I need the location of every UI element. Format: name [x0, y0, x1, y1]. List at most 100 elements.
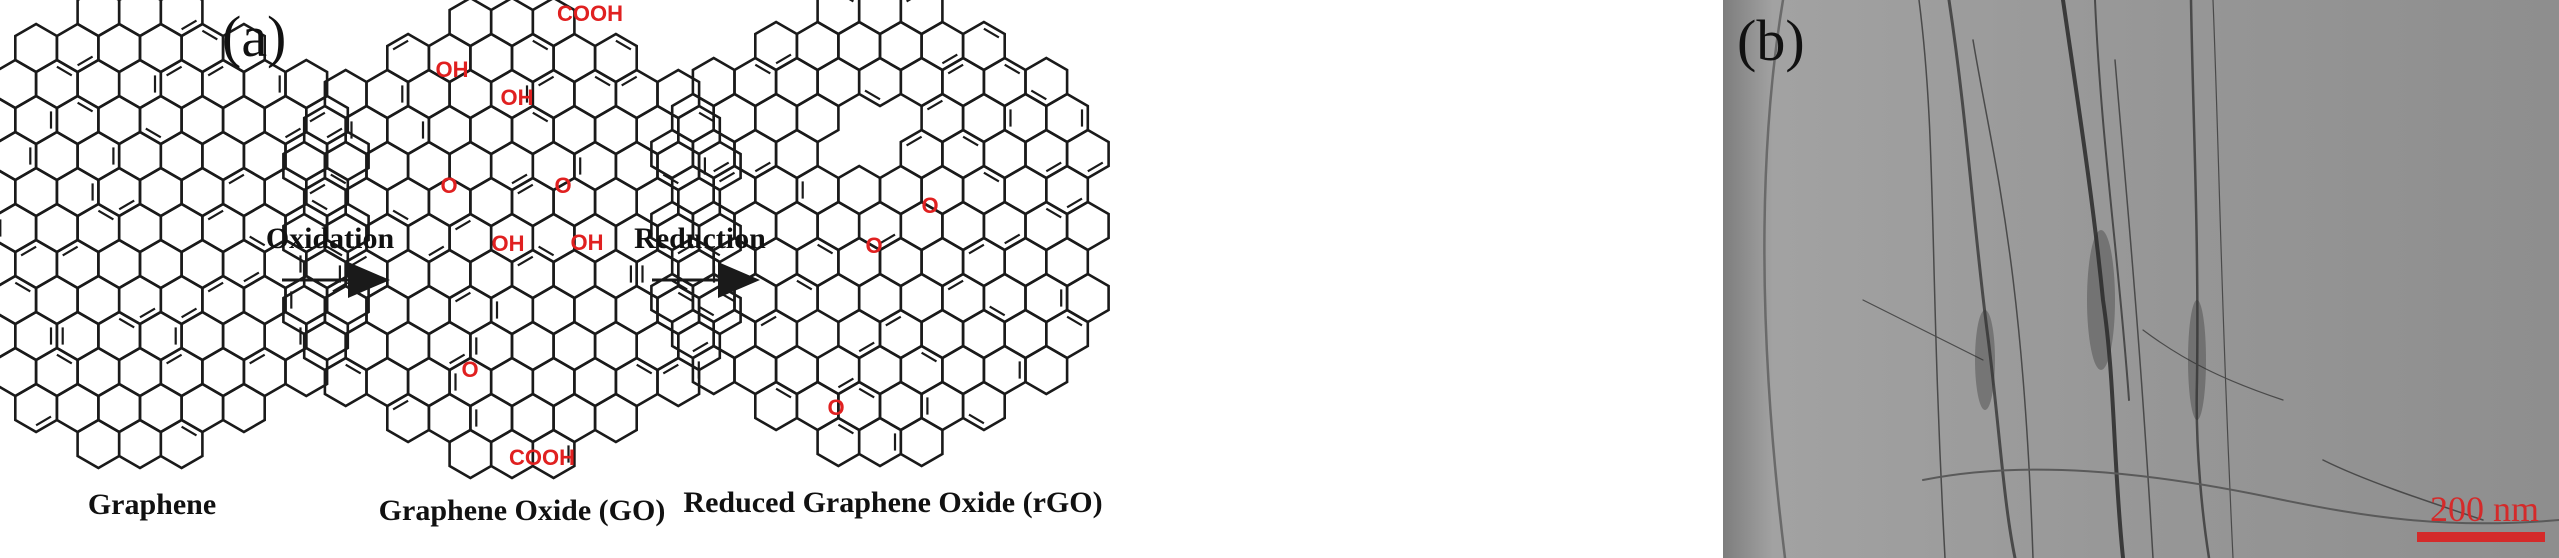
carbon-ring: [961, 380, 1006, 432]
double-bond: [775, 53, 792, 65]
double-bond: [760, 315, 777, 327]
double-bond: [848, 0, 854, 3]
double-bond: [392, 209, 409, 221]
double-bond: [983, 171, 1000, 183]
carbon-ring: [899, 0, 944, 36]
graphene-lattice: [0, 0, 370, 470]
double-bond: [166, 353, 183, 365]
double-bond: [207, 209, 224, 221]
double-bond: [989, 305, 1006, 317]
double-bond: [538, 75, 555, 87]
reduced-graphene-oxide-caption: Reduced Graphene Oxide (rGO): [683, 486, 1103, 519]
double-bond: [1004, 63, 1021, 75]
go-group-cooh-bottom: COOH: [509, 445, 575, 470]
double-bond: [817, 243, 834, 255]
carbon-ring: [0, 346, 38, 398]
double-bond: [837, 423, 854, 435]
double-bond: [392, 39, 409, 51]
double-bond: [858, 341, 875, 353]
double-bond: [56, 65, 73, 77]
double-bond: [538, 245, 555, 257]
double-bond: [145, 127, 162, 139]
panel-a-schematic: [0, 0, 1110, 480]
double-bond: [14, 281, 31, 293]
double-bond: [662, 363, 679, 375]
double-bond: [968, 243, 985, 255]
double-bond: [62, 245, 79, 257]
go-group-oh: OH: [570, 230, 604, 255]
double-bond: [926, 99, 943, 111]
double-bond: [1066, 315, 1083, 327]
double-bond: [201, 29, 218, 41]
graphene-caption: Graphene: [87, 488, 217, 521]
double-bond: [56, 353, 73, 365]
carbon-ring: [159, 0, 204, 38]
double-bond: [77, 101, 94, 113]
double-bond: [309, 111, 326, 123]
double-bond: [615, 39, 632, 51]
double-bond: [35, 415, 52, 427]
double-bond: [968, 413, 985, 425]
double-bond: [858, 387, 875, 399]
double-bond: [166, 65, 183, 77]
go-group-o: O: [440, 173, 458, 198]
double-bond: [532, 111, 549, 123]
double-bond: [449, 353, 466, 365]
double-bond: [921, 351, 938, 363]
reduced-graphene-oxide-lattice: [650, 0, 1110, 468]
double-bond: [775, 387, 792, 399]
carbon-ring: [284, 346, 329, 398]
double-bond: [77, 55, 94, 67]
double-bond: [249, 235, 266, 247]
panel-a-label: (a): [222, 4, 287, 69]
double-bond: [983, 27, 1000, 39]
double-bond: [941, 53, 958, 65]
double-bond: [243, 271, 260, 283]
double-bond: [947, 279, 964, 291]
double-bond: [677, 243, 694, 255]
double-bond: [345, 363, 362, 375]
double-bond: [326, 245, 343, 257]
double-bond: [228, 173, 245, 185]
tem-micrograph: [1723, 0, 2559, 558]
go-group-oh: OH: [435, 57, 469, 82]
oxidation-label: Oxidation: [265, 222, 395, 255]
double-bond: [754, 161, 771, 173]
carbon-ring: [159, 418, 204, 470]
double-bond: [517, 255, 534, 267]
go-group-o: O: [554, 173, 572, 198]
carbon-ring: [448, 428, 493, 480]
double-bond: [704, 245, 721, 257]
double-bond: [718, 171, 736, 183]
double-bond: [139, 307, 156, 319]
double-bond: [118, 317, 135, 329]
double-bond: [947, 63, 964, 75]
double-bond: [454, 219, 471, 231]
double-bond: [532, 39, 549, 51]
double-bond: [181, 307, 198, 319]
double-bond: [517, 183, 534, 195]
double-bond: [1030, 89, 1047, 101]
carbon-ring: [1024, 344, 1069, 396]
scale-bar: [2417, 532, 2545, 542]
carbon-ring: [531, 428, 576, 480]
double-bond: [754, 63, 771, 75]
carbon-ring: [117, 0, 163, 38]
carbon-ring: [221, 382, 266, 434]
graphene-oxide-caption: Graphene Oxide (GO): [378, 494, 666, 527]
double-bond: [309, 183, 326, 195]
double-bond: [20, 245, 37, 257]
double-bond: [1004, 233, 1021, 245]
double-bond: [1087, 161, 1104, 173]
double-bond: [864, 89, 881, 101]
carbon-ring: [76, 0, 121, 38]
go-group-o: O: [461, 357, 479, 382]
double-bond: [1045, 161, 1062, 173]
double-bond: [906, 135, 923, 147]
double-bond: [885, 315, 902, 327]
double-bond: [181, 425, 198, 437]
double-bond: [692, 341, 709, 353]
double-bond: [511, 173, 528, 185]
go-group-oh: OH: [500, 85, 534, 110]
